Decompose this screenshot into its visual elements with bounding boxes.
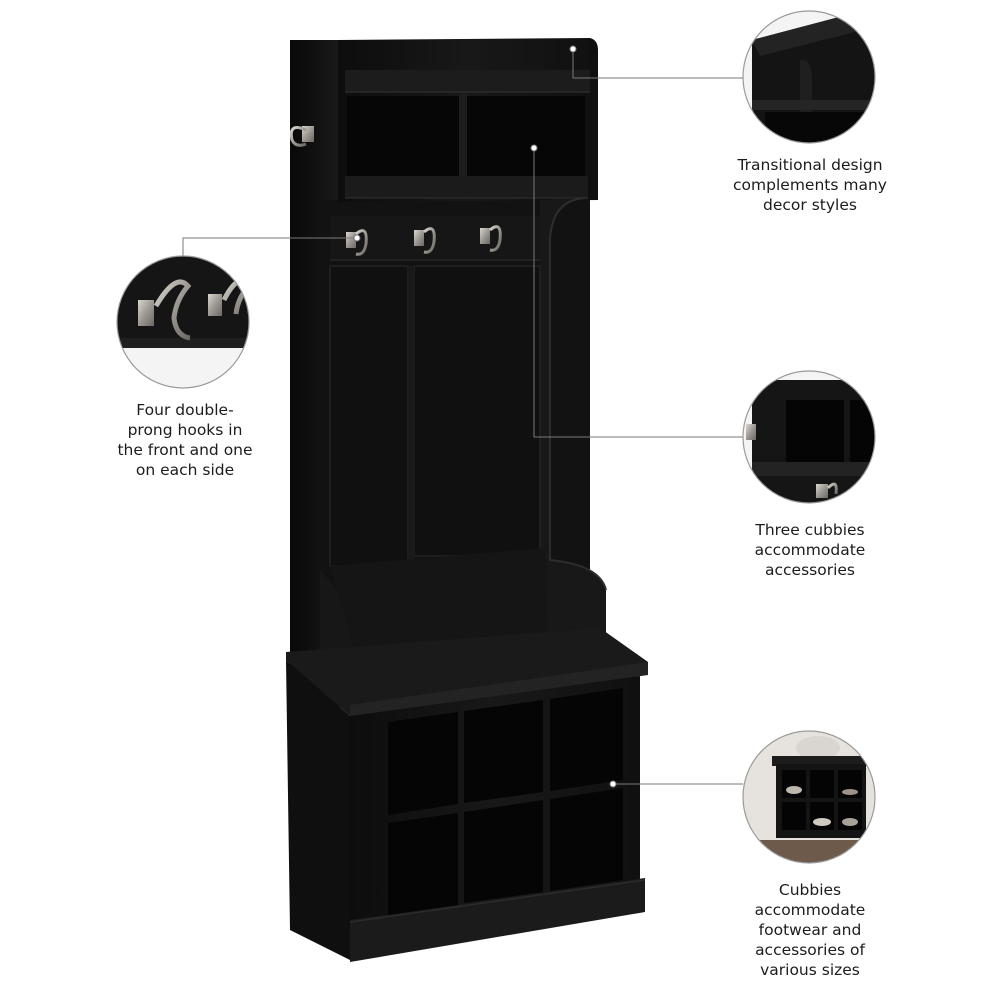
caption-cubbies: Three cubbies accommodate accessories [754,521,866,579]
hall-tree [286,38,648,962]
hook-icon [346,229,368,256]
detail-circle-cubbies [742,370,876,504]
wainscot-panel-right [413,265,541,557]
plinth [350,878,645,962]
hook-icon [208,276,249,316]
lower-cubby [464,800,543,903]
hook-icon [138,279,192,341]
lower-cubby [550,688,623,791]
wainscot-panel-left [329,265,409,567]
lower-cubby [464,700,543,803]
lower-cubby [550,788,623,891]
detail-circle-bench [742,730,876,864]
lower-cubby [388,712,458,815]
bench-seat [286,628,648,716]
upper-cubby-left [347,96,459,176]
base-cabinet-side [286,660,350,960]
caption-design: Transitional design complements many dec… [733,156,887,214]
detail-circle-design [742,10,876,144]
hook-icon [414,227,436,254]
callout-line-design [572,49,743,79]
lower-cubby [388,813,458,915]
hook-icon [816,482,838,498]
callout-line-hooks [182,237,357,256]
hook-icon [746,424,756,440]
callout-line-cubbies [533,148,743,438]
caption-bottom-cubbies: Cubbies accommodate footwear and accesso… [754,881,866,979]
caption-hooks: Four double- prong hooks in the front an… [117,401,253,479]
pillow [796,736,840,760]
side-hook-icon [289,126,314,147]
callout-lines [182,45,743,788]
hook-icon [480,225,502,252]
detail-circle-hooks [116,255,250,389]
upper-cubby-right [467,96,585,176]
lower-cubbies [388,688,623,915]
top-shelf-lip [345,70,590,92]
